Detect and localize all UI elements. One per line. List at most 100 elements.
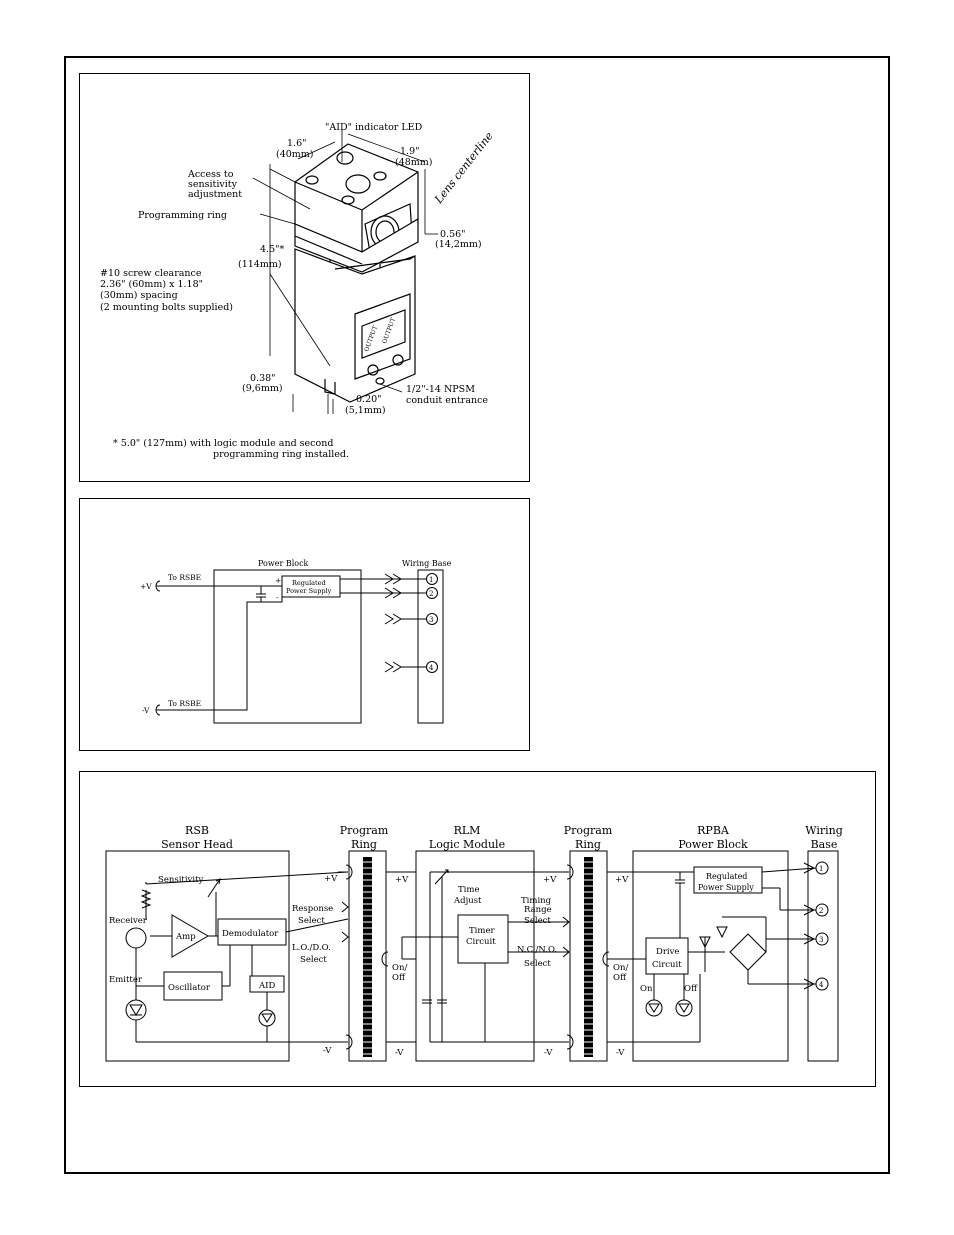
timing-select-label: Select [524, 916, 551, 926]
screw-label-4: (2 mounting bolts supplied) [100, 302, 233, 313]
rpba-onoff-label: On/ [613, 963, 628, 973]
rpba-subtitle: Power Block [678, 838, 748, 851]
note-line-1: * 5.0" (127mm) with logic module and sec… [113, 438, 333, 449]
rlm-onoff-label: On/ [392, 963, 407, 973]
receiver-label: Receiver [109, 916, 148, 926]
terminal-2: 2 [429, 590, 433, 598]
amp-label: Amp [175, 932, 196, 942]
ring2-plus-v: +V [543, 875, 557, 885]
aid-label: AID [258, 981, 275, 991]
plus-v-label: +V [140, 582, 152, 591]
response-select-label: Select [298, 916, 325, 926]
rsb-box [105, 850, 290, 1062]
rpba-onoff-label-2: Off [613, 973, 627, 983]
to-rsbe-top: To RSBE [168, 573, 201, 582]
dim-height: 4.5"* [260, 244, 284, 255]
access-label-2: sensitivity [188, 179, 238, 190]
system-block-diagram-panel: RSB Sensor Head Program Ring RLM Logic M… [79, 771, 876, 1087]
screw-label-2: 2.36" (60mm) x 1.18" [100, 279, 203, 290]
conduit-label-1: 1/2"-14 NPSM [406, 384, 475, 395]
rpba-title: RPBA [697, 824, 730, 837]
plus-sign: + [275, 576, 281, 585]
block-terminal-2: 2 [819, 907, 823, 915]
conduit-label-2: conduit entrance [406, 395, 488, 406]
rsb-title: RSB [185, 824, 209, 837]
range-label: Range [524, 905, 552, 915]
dim-height-mm: (114mm) [238, 259, 282, 270]
program-ring-1-subtitle: Ring [351, 838, 377, 851]
adjust-label: Adjust [453, 896, 482, 906]
wiring-base-title: Wiring [805, 824, 843, 837]
rlm-plus-v: +V [395, 875, 409, 885]
rsb-subtitle: Sensor Head [161, 838, 233, 851]
access-label-3: adjustment [188, 189, 242, 200]
dim-d2: 0.20" [356, 394, 382, 405]
dim-w2: 1.9" [400, 146, 419, 157]
time-label: Time [458, 885, 479, 895]
dim-d1-mm: (9,6mm) [242, 383, 283, 394]
oscillator-label: Oscillator [168, 983, 211, 993]
dimension-drawing-panel: OUTPUT OUTPUT "AID" indicator LED 1.6" (… [79, 73, 530, 482]
drive-label: Drive [656, 947, 679, 957]
page-border [64, 56, 890, 1174]
lens-centerline-label: Lens centerline [432, 129, 496, 206]
wiring-base-subtitle: Base [811, 838, 838, 851]
rsb-plus-v: +V [324, 874, 338, 884]
emitter-label: Emitter [109, 975, 143, 985]
sensitivity-label: Sensitivity [158, 875, 203, 885]
wiring-base-title: Wiring Base [402, 559, 452, 568]
rlm-title: RLM [454, 824, 481, 837]
rpba-plus-v: +V [615, 875, 629, 885]
rlm-minus-v: -V [395, 1048, 404, 1058]
rsb-minus-v: -V [323, 1046, 332, 1056]
dim-w2-mm: (48mm) [395, 157, 433, 168]
block-terminal-1: 1 [819, 865, 823, 873]
lodo-label: L.O./D.O. [292, 943, 331, 953]
rpba-minus-v: -V [616, 1048, 625, 1058]
regulated-label: Regulated [292, 579, 326, 587]
aid-led-label: "AID" indicator LED [325, 122, 423, 133]
terminal-4: 4 [429, 664, 434, 672]
power-block-title: Power Block [258, 559, 309, 568]
rpba-power-supply-label: Power Supply [698, 883, 754, 892]
dim-lens-offset-mm: (14,2mm) [435, 239, 482, 250]
drive-circuit-label: Circuit [652, 960, 682, 970]
terminal-3: 3 [429, 616, 433, 624]
minus-v-label: -V [142, 706, 150, 715]
terminal-1: 1 [429, 576, 433, 584]
timing-label: Timing [521, 896, 552, 906]
access-label-1: Access to [187, 169, 234, 180]
ring2-minus-v: -V [544, 1048, 553, 1058]
block-terminal-4: 4 [819, 981, 824, 989]
on-label: On [640, 984, 653, 994]
response-label: Response [292, 904, 333, 914]
minus-sign: - [276, 593, 279, 602]
rlm-subtitle: Logic Module [429, 838, 505, 851]
note-line-2: programming ring installed. [213, 449, 349, 460]
program-ring-1-title: Program [340, 824, 389, 837]
rpba-regulated-label: Regulated [706, 872, 747, 881]
dim-d2-mm: (5,1mm) [345, 405, 386, 416]
timer-label: Timer [469, 926, 495, 936]
program-ring-2-title: Program [564, 824, 613, 837]
to-rsbe-bottom: To RSBE [168, 699, 201, 708]
dim-w1: 1.6" [287, 138, 306, 149]
block-terminal-3: 3 [819, 936, 823, 944]
power-block-wiring-diagram: Power Block Wiring Base To RSBE To RSBE … [140, 559, 452, 724]
off-label: Off [684, 984, 698, 994]
circuit-label: Circuit [466, 937, 496, 947]
ncno-label: N.C./N.O. [517, 945, 557, 955]
power-supply-label: Power Supply [286, 587, 332, 595]
screw-label-1: #10 screw clearance [100, 268, 202, 279]
lodo-select-label: Select [300, 955, 327, 965]
rlm-onoff-label-2: Off [392, 973, 406, 983]
ncno-select-label: Select [524, 959, 551, 969]
demodulator-label: Demodulator [222, 929, 279, 939]
system-block-diagram: RSB Sensor Head Program Ring RLM Logic M… [105, 824, 843, 1062]
dim-w1-mm: (40mm) [276, 149, 314, 160]
screw-label-3: (30mm) spacing [100, 290, 178, 301]
power-block-wiring-panel: Power Block Wiring Base To RSBE To RSBE … [79, 498, 530, 751]
program-ring-2-subtitle: Ring [575, 838, 601, 851]
programming-ring-label: Programming ring [138, 210, 227, 221]
dimension-drawing: OUTPUT OUTPUT "AID" indicator LED 1.6" (… [100, 122, 496, 460]
